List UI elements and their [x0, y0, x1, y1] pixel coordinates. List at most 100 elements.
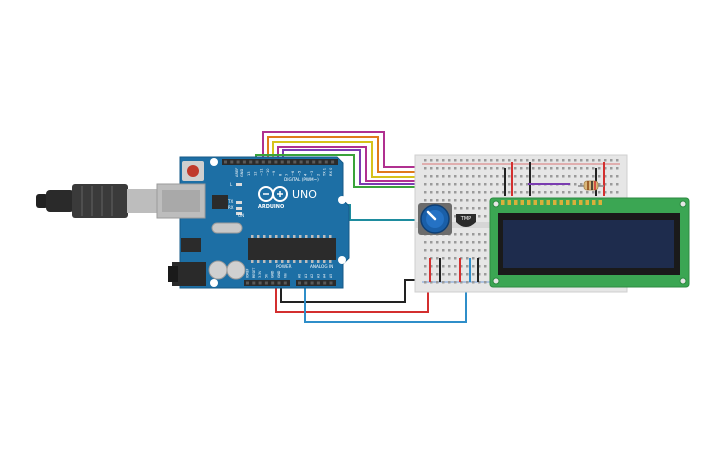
- tmp-sensor-label: TMP: [460, 216, 471, 222]
- breadboard-hole: [508, 167, 511, 170]
- header-pin[interactable]: [318, 160, 322, 164]
- power-pin[interactable]: [264, 281, 268, 285]
- usb-plug-body: [72, 184, 128, 218]
- breadboard-hole: [508, 175, 511, 178]
- usb-cable[interactable]: [36, 184, 157, 218]
- potentiometer[interactable]: [418, 203, 452, 235]
- header-pin[interactable]: [230, 160, 234, 164]
- chip-pin: [311, 260, 314, 263]
- breadboard-hole: [484, 241, 487, 244]
- power-header-label: POWER: [276, 264, 292, 269]
- breadboard-hole: [604, 159, 607, 162]
- header-pin[interactable]: [268, 160, 272, 164]
- breadboard-hole: [478, 207, 481, 210]
- breadboard-hole: [472, 167, 475, 170]
- header-pin[interactable]: [299, 160, 303, 164]
- analog-pin-label: A1: [304, 274, 308, 278]
- breadboard-hole: [460, 281, 463, 284]
- breadboard-hole: [460, 249, 463, 252]
- temperature-sensor[interactable]: TMP: [456, 214, 476, 227]
- breadboard-hole: [490, 183, 493, 186]
- breadboard-hole: [442, 175, 445, 178]
- header-pin[interactable]: [305, 160, 309, 164]
- breadboard-hole: [484, 233, 487, 236]
- breadboard-hole: [460, 241, 463, 244]
- tmp-sensor-body: [456, 214, 476, 227]
- header-pin[interactable]: [249, 160, 253, 164]
- breadboard-hole: [436, 183, 439, 186]
- breadboard-hole: [604, 167, 607, 170]
- analog-pin[interactable]: [323, 281, 327, 285]
- header-pin[interactable]: [274, 160, 278, 164]
- breadboard-hole: [460, 199, 463, 202]
- breadboard-hole: [424, 257, 427, 260]
- breadboard-hole: [514, 191, 517, 194]
- breadboard-hole: [478, 183, 481, 186]
- breadboard-hole: [526, 191, 529, 194]
- lcd-pin: [598, 200, 602, 205]
- wire-gnd[interactable]: [280, 279, 420, 303]
- header-pin[interactable]: [293, 160, 297, 164]
- analog-pin-label: A3: [316, 274, 320, 278]
- breadboard-hole: [460, 265, 463, 268]
- breadboard-hole: [424, 167, 427, 170]
- breadboard-hole: [562, 175, 565, 178]
- usb-cable-strain: [46, 190, 74, 212]
- power-pin[interactable]: [246, 281, 249, 285]
- breadboard-hole: [538, 159, 541, 162]
- header-pin[interactable]: [242, 160, 246, 164]
- header-pin[interactable]: [261, 160, 265, 164]
- breadboard-hole: [598, 183, 601, 186]
- breadboard-hole: [532, 175, 535, 178]
- breadboard-hole: [424, 273, 427, 276]
- breadboard-hole: [448, 265, 451, 268]
- analog-pin[interactable]: [304, 281, 308, 285]
- power-pin[interactable]: [252, 281, 256, 285]
- breadboard-hole: [472, 233, 475, 236]
- analog-pin[interactable]: [298, 281, 301, 285]
- chip-pin: [317, 260, 320, 263]
- breadboard-hole: [568, 191, 571, 194]
- header-pin[interactable]: [312, 160, 316, 164]
- breadboard-hole: [610, 183, 613, 186]
- breadboard-hole: [532, 159, 535, 162]
- header-pin[interactable]: [224, 160, 227, 164]
- reset-button-cap[interactable]: [187, 165, 199, 177]
- breadboard-hole: [466, 167, 469, 170]
- breadboard-hole: [424, 199, 427, 202]
- analog-pin[interactable]: [316, 281, 320, 285]
- breadboard-hole: [610, 167, 613, 170]
- lcd-pin: [592, 200, 596, 205]
- power-pin[interactable]: [277, 281, 281, 285]
- breadboard-hole: [568, 159, 571, 162]
- header-pin[interactable]: [331, 160, 335, 164]
- breadboard-hole: [580, 191, 583, 194]
- digital-pin-label: 7: [285, 174, 289, 176]
- header-pin[interactable]: [280, 160, 284, 164]
- power-pin-label: GND: [271, 270, 275, 278]
- header-pin[interactable]: [236, 160, 240, 164]
- breadboard-hole: [478, 257, 481, 260]
- chip-pin: [269, 235, 272, 238]
- lcd-display[interactable]: [489, 197, 690, 288]
- mount-hole: [210, 158, 218, 166]
- header-pin[interactable]: [287, 160, 290, 164]
- analog-pin[interactable]: [329, 281, 333, 285]
- resistor[interactable]: [578, 180, 604, 191]
- breadboard-hole: [436, 249, 439, 252]
- analog-pin[interactable]: [310, 281, 314, 285]
- power-pin[interactable]: [258, 281, 262, 285]
- header-pin[interactable]: [255, 160, 259, 164]
- breadboard-hole: [550, 167, 553, 170]
- usb-plug-metal: [127, 189, 157, 213]
- power-pin[interactable]: [283, 281, 287, 285]
- power-pin[interactable]: [271, 281, 275, 285]
- digital-pin-label: ~6: [291, 170, 295, 176]
- breadboard-hole: [592, 167, 595, 170]
- breadboard-hole: [472, 191, 475, 194]
- breadboard-hole: [556, 167, 559, 170]
- chip-pin: [263, 235, 266, 238]
- header-pin[interactable]: [324, 160, 328, 164]
- breadboard-hole: [454, 233, 457, 236]
